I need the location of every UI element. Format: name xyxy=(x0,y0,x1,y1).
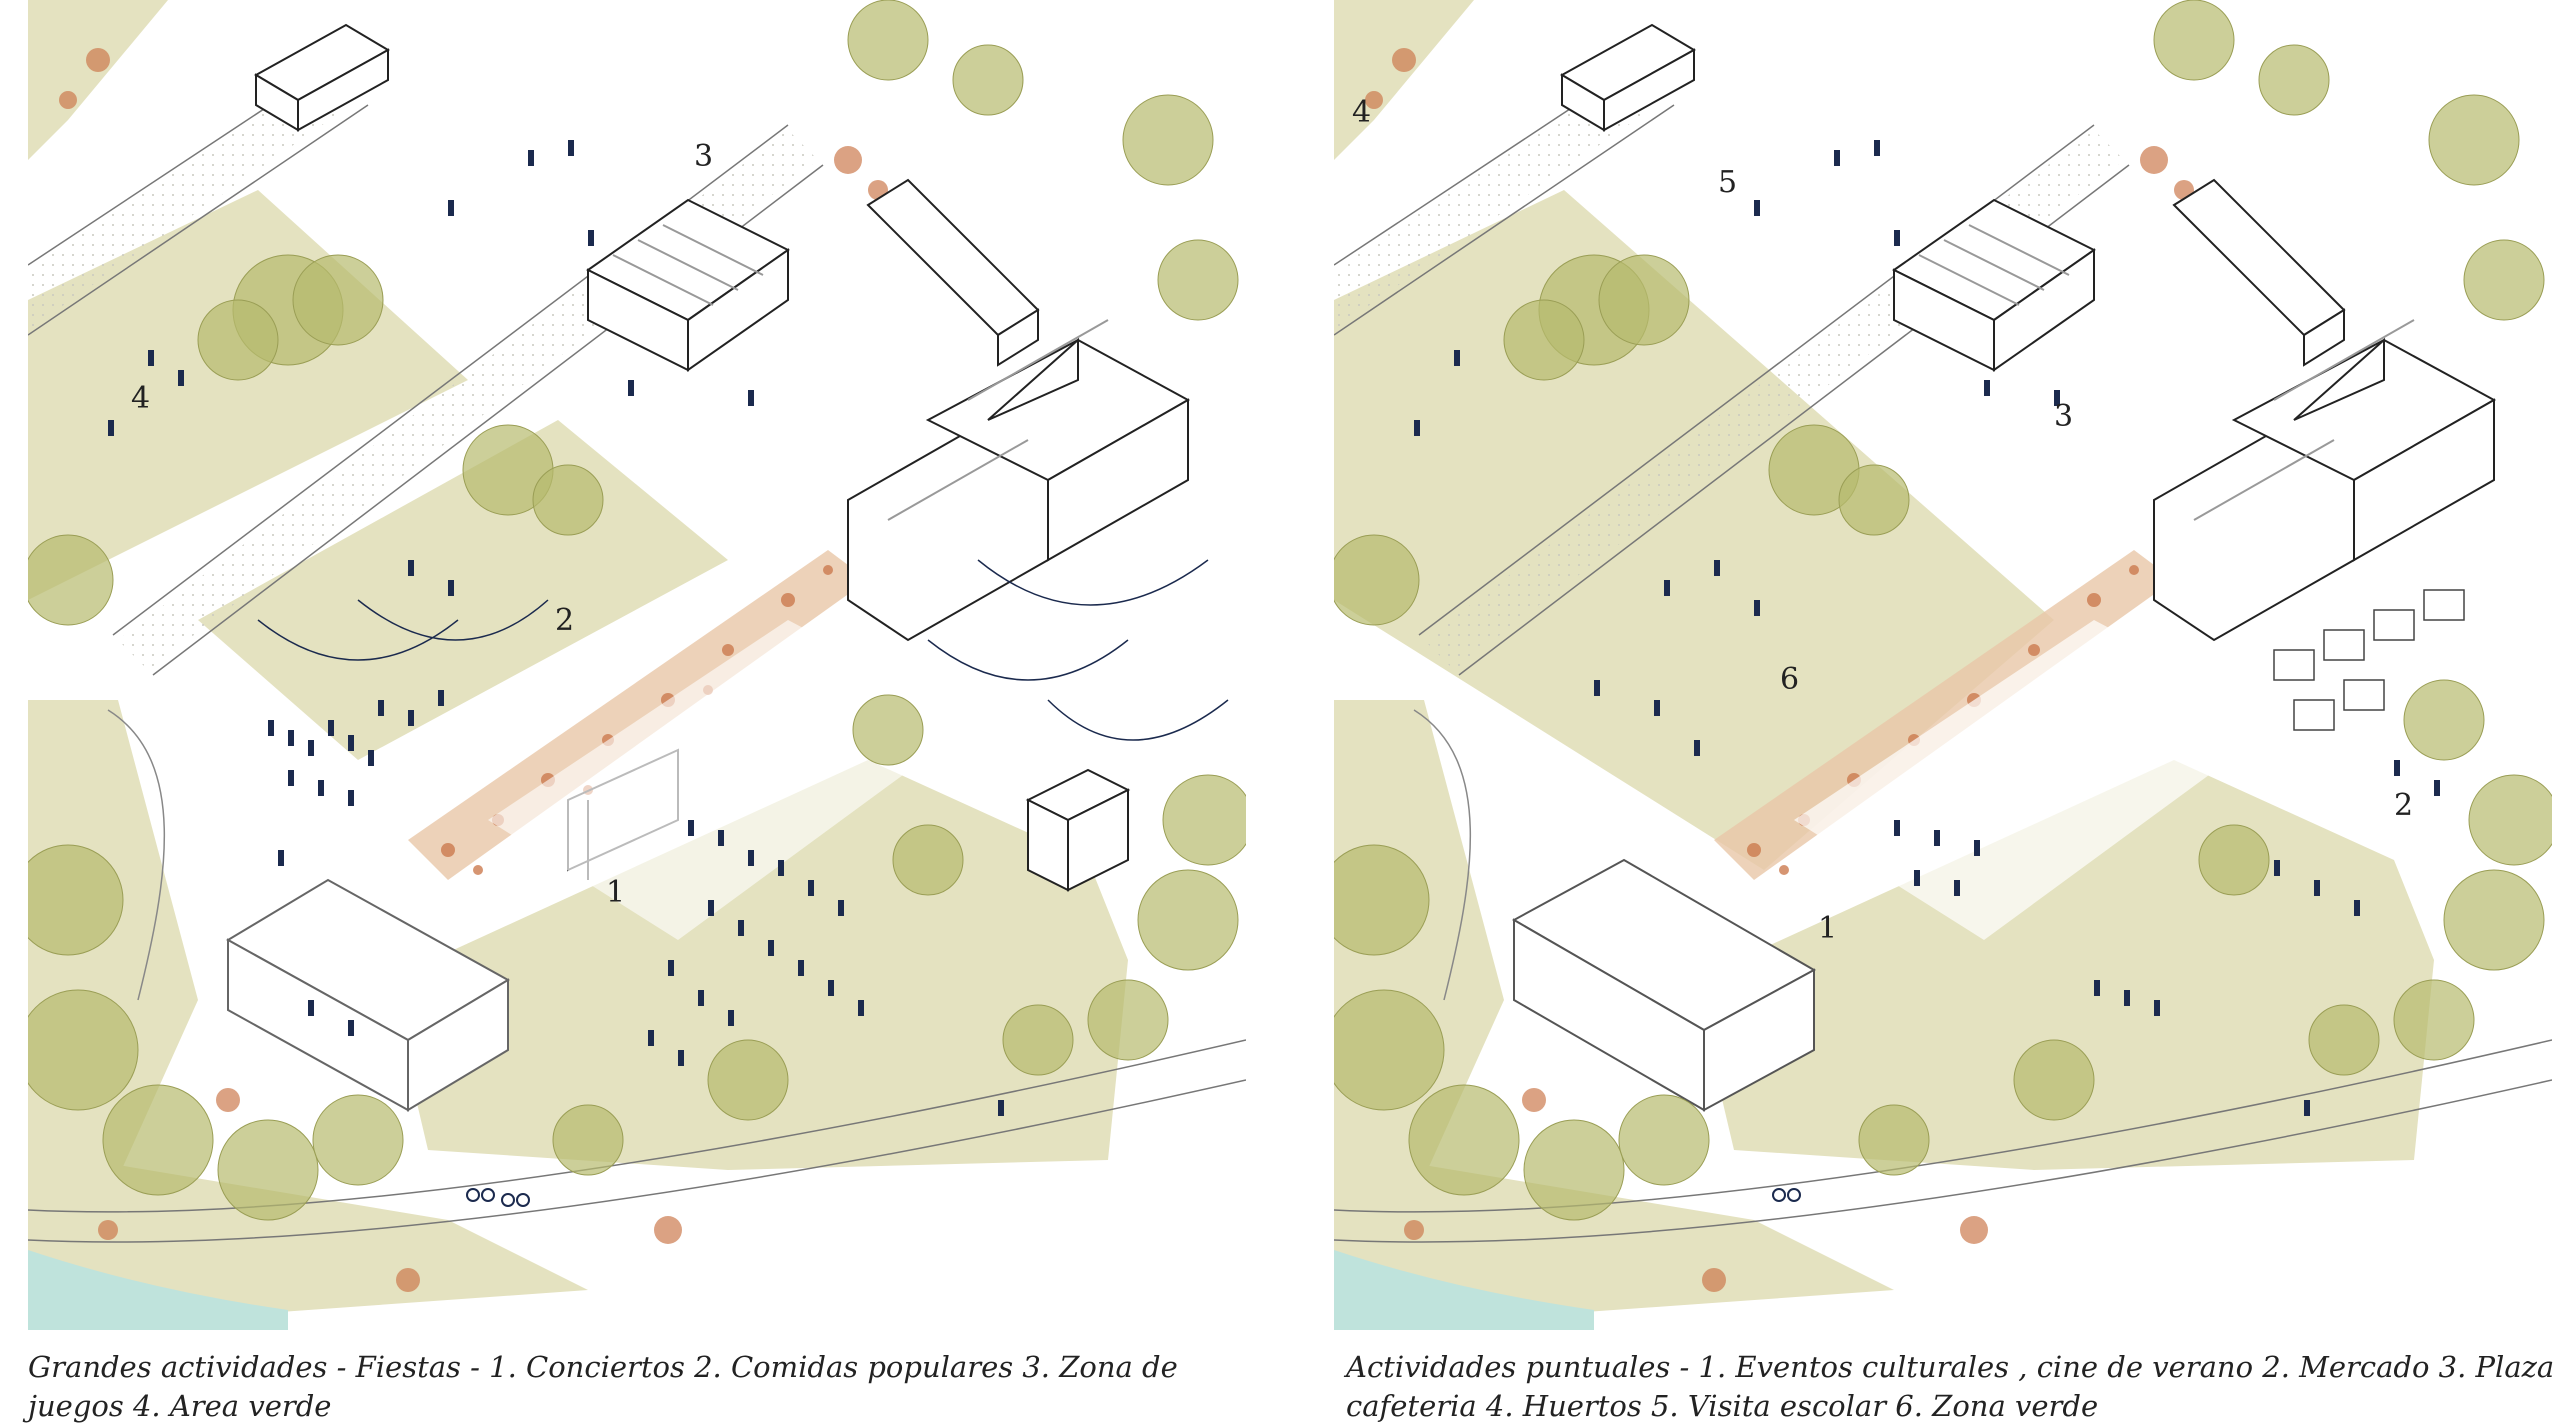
plan-panel-left: 1 2 3 4 xyxy=(28,0,1246,1330)
zone-label-3: 3 xyxy=(2054,399,2073,434)
building-greenhouse xyxy=(586,198,790,372)
caption-left-line2: juegos 4. Area verde xyxy=(28,1389,332,1423)
caption-right-line1: Actividades puntuales - 1. Eventos cultu… xyxy=(1346,1350,2555,1384)
bicycle-icon xyxy=(1772,1188,1801,1202)
river xyxy=(1334,1250,1594,1330)
tree-icon xyxy=(1334,0,2552,1221)
zone-label-4: 4 xyxy=(1352,95,1371,130)
building-greenhouse xyxy=(1892,198,2096,372)
zone-label-4: 4 xyxy=(131,381,150,416)
building-stage xyxy=(226,878,510,1112)
market-stalls xyxy=(2273,589,2465,731)
path-diagonal-upper xyxy=(28,70,358,330)
lawn-strip-bottom xyxy=(28,1150,588,1330)
building-long-shed xyxy=(866,178,1040,367)
lawn-strip-bottom xyxy=(1334,1150,1894,1330)
zone-label-2: 2 xyxy=(2394,788,2413,823)
axonometric-plan-left: 1 2 3 4 xyxy=(28,0,1246,1330)
building-kiosk xyxy=(1025,768,1131,892)
axonometric-plan-right: 1 2 3 4 5 6 xyxy=(1334,0,2552,1330)
tree-icon xyxy=(28,0,1246,1221)
building-long-shed xyxy=(2172,178,2346,367)
building-shed-top xyxy=(253,23,391,132)
plan-panel-right: 1 2 3 4 5 6 xyxy=(1334,0,2552,1330)
zone-label-2: 2 xyxy=(555,603,574,638)
building-main-complex xyxy=(847,319,1191,642)
caption-left: Grandes actividades - Fiestas - 1. Conci… xyxy=(28,1348,1248,1426)
bicycle-icon xyxy=(466,1188,530,1207)
caption-right: Actividades puntuales - 1. Eventos cultu… xyxy=(1346,1348,2560,1426)
caption-right-line2: cafeteria 4. Huertos 5. Visita escolar 6… xyxy=(1346,1389,2099,1423)
person-icon xyxy=(1414,140,2440,1116)
zone-label-6: 6 xyxy=(1780,662,1799,697)
building-main-complex xyxy=(2153,319,2497,642)
zone-label-1: 1 xyxy=(1818,911,1837,946)
river xyxy=(28,1250,288,1330)
bunting-icon xyxy=(257,559,1229,741)
building-shed-top xyxy=(1559,23,1697,132)
person-icon xyxy=(108,140,1004,1116)
lawn-area-top-left xyxy=(28,0,168,160)
path-diagonal-upper xyxy=(1334,70,1664,330)
zone-label-3: 3 xyxy=(694,139,713,174)
zone-label-5: 5 xyxy=(1718,165,1737,200)
lawn-area-huertos xyxy=(1334,0,1474,160)
plaza-central xyxy=(488,620,978,940)
building-cinema xyxy=(1511,858,1817,1112)
plaza-central xyxy=(1794,620,2284,940)
flower-patches xyxy=(59,48,888,1292)
caption-left-line1: Grandes actividades - Fiestas - 1. Conci… xyxy=(28,1350,1178,1384)
zone-label-1: 1 xyxy=(606,875,625,910)
